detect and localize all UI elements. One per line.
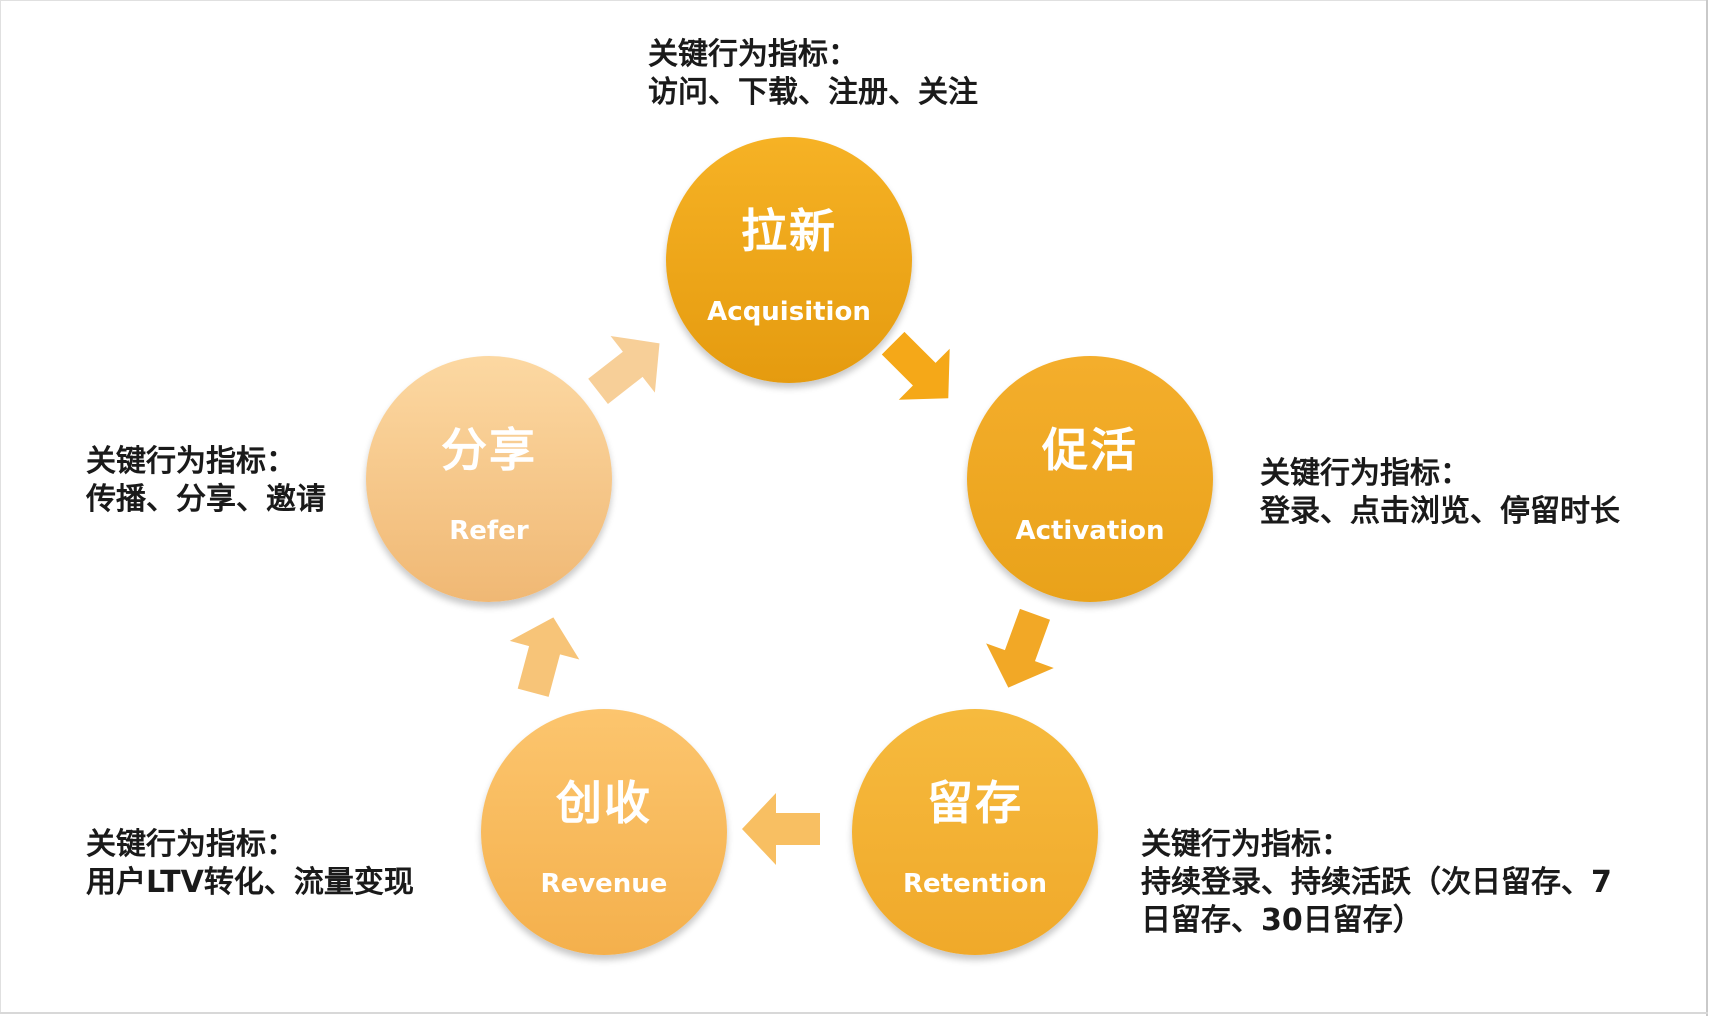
arrow-retention-to-revenue — [742, 793, 820, 865]
stage-retention-circle: 留存 Retention — [852, 709, 1098, 955]
metrics-acquisition-text: 访问、下载、注册、关注 — [648, 75, 978, 110]
metrics-acquisition-title: 关键行为指标： — [648, 37, 858, 72]
metrics-retention-line2: 日留存、30日留存） — [1141, 903, 1423, 938]
metrics-revenue-title: 关键行为指标： — [86, 827, 296, 862]
stage-refer-en: Refer — [449, 516, 529, 546]
stage-activation-cn: 促活 — [1042, 423, 1138, 477]
arrow-revenue-to-refer — [509, 617, 580, 697]
metrics-refer: 关键行为指标： 传播、分享、邀请 — [86, 443, 326, 519]
stage-revenue-en: Revenue — [540, 869, 668, 899]
arrow-shape — [588, 335, 660, 405]
frame-border-right — [1706, 0, 1708, 1016]
arrow-acquisition-to-activation — [881, 331, 950, 400]
stage-revenue-cn: 创收 — [556, 776, 652, 830]
arrow-shape — [881, 331, 950, 400]
stage-acquisition-circle: 拉新 Acquisition — [666, 137, 912, 383]
stage-activation-circle: 促活 Activation — [967, 356, 1213, 602]
stage-activation-en: Activation — [1015, 516, 1165, 546]
metrics-revenue: 关键行为指标： 用户LTV转化、流量变现 — [86, 826, 414, 902]
stage-acquisition-cn: 拉新 — [741, 204, 837, 258]
metrics-refer-title: 关键行为指标： — [86, 444, 296, 479]
metrics-revenue-text: 用户LTV转化、流量变现 — [86, 865, 414, 900]
metrics-activation: 关键行为指标： 登录、点击浏览、停留时长 — [1260, 455, 1620, 531]
frame-border-top — [0, 0, 1708, 1]
metrics-activation-text: 登录、点击浏览、停留时长 — [1260, 494, 1620, 529]
arrow-activation-to-retention — [986, 608, 1054, 688]
arrow-shape — [986, 608, 1054, 688]
arrow-refer-to-acquisition — [588, 335, 660, 405]
metrics-retention-line1: 持续登录、持续活跃（次日留存、7 — [1141, 865, 1612, 900]
metrics-retention: 关键行为指标： 持续登录、持续活跃（次日留存、7 日留存、30日留存） — [1141, 826, 1612, 940]
stage-revenue-circle: 创收 Revenue — [481, 709, 727, 955]
arrow-shape — [742, 793, 820, 865]
stage-acquisition-en: Acquisition — [707, 297, 871, 327]
frame-border-left — [0, 0, 1, 1014]
metrics-activation-title: 关键行为指标： — [1260, 456, 1470, 491]
metrics-retention-title: 关键行为指标： — [1141, 827, 1351, 862]
metrics-acquisition: 关键行为指标： 访问、下载、注册、关注 — [648, 36, 978, 112]
stage-refer-circle: 分享 Refer — [366, 356, 612, 602]
frame-border-bottom — [0, 1012, 1708, 1014]
stage-retention-en: Retention — [903, 869, 1047, 899]
metrics-refer-text: 传播、分享、邀请 — [86, 482, 326, 517]
stage-retention-cn: 留存 — [927, 776, 1023, 830]
arrow-shape — [509, 617, 580, 697]
stage-refer-cn: 分享 — [441, 423, 537, 477]
